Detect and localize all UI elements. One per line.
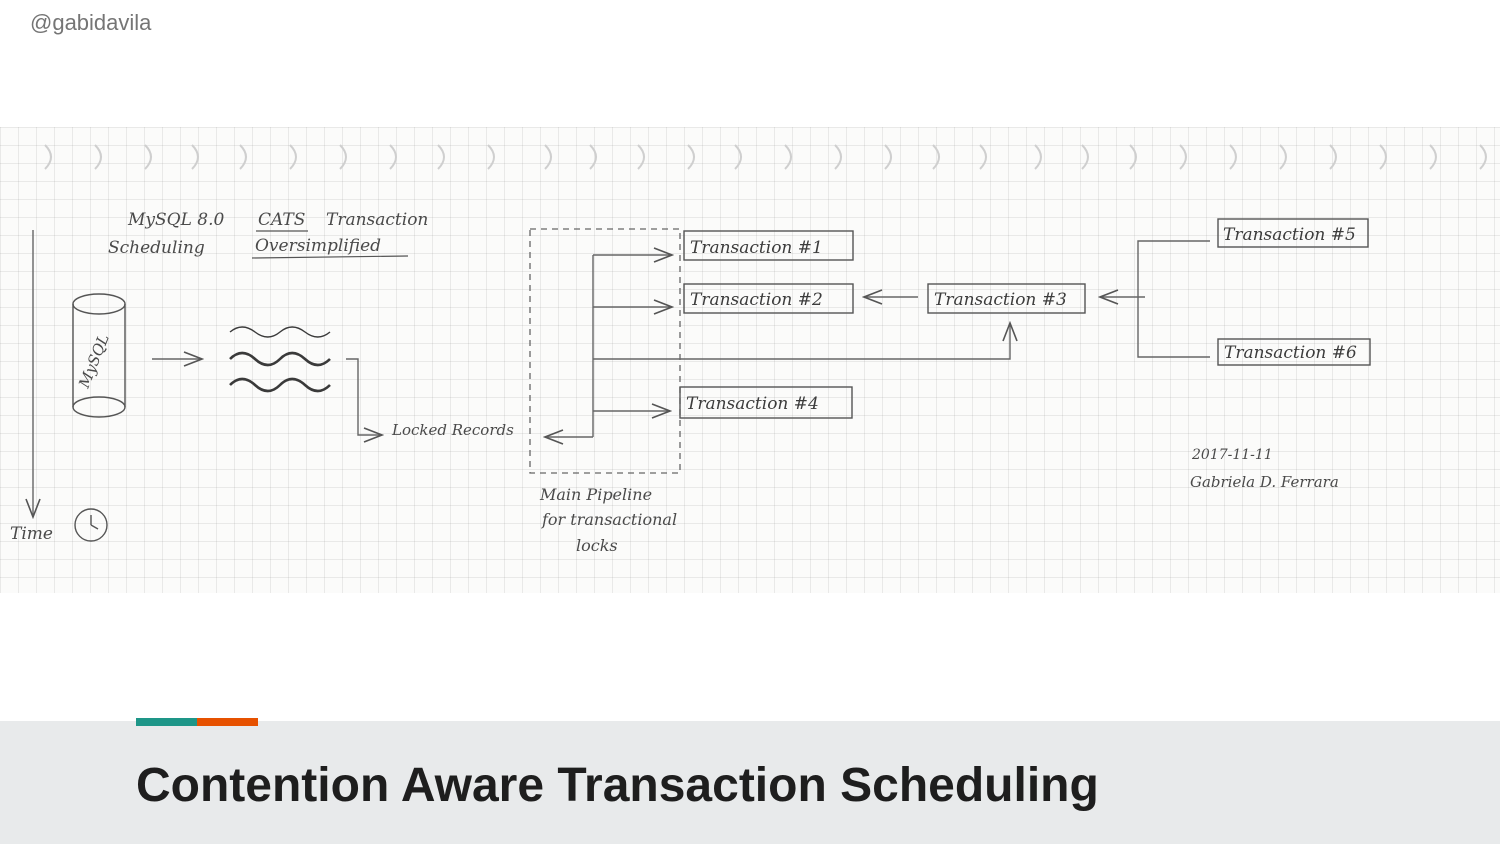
database-cylinder-icon (72, 293, 126, 418)
queue-to-locked-arrow (346, 358, 382, 435)
transaction-box-1: Transaction #1 (683, 230, 854, 261)
diagram-heading-transaction: Transaction (326, 210, 428, 230)
t5-t6-bracket (1137, 240, 1210, 358)
pipeline-label-line3: locks (576, 536, 618, 555)
notebook-holes (44, 144, 1487, 170)
locked-records-label: Locked Records (391, 421, 514, 439)
transaction-box-2: Transaction #2 (683, 283, 854, 314)
diagram-svg: MySQL 8.0 CATS Transaction Scheduling Ov… (10, 144, 1487, 555)
main-pipeline-box (529, 228, 681, 474)
svg-text:Transaction #5: Transaction #5 (1223, 225, 1356, 245)
transaction-box-6: Transaction #6 (1217, 338, 1371, 366)
arrow-to-transaction-3 (593, 323, 1010, 360)
transaction-box-4: Transaction #4 (679, 386, 853, 419)
accent-orange (197, 718, 258, 726)
diagram-heading-scheduling: Scheduling (108, 238, 205, 258)
sketch-date: 2017-11-11 (1191, 447, 1273, 463)
diagram-heading-version: MySQL 8.0 (127, 210, 225, 230)
accent-teal (136, 718, 197, 726)
svg-text:Transaction #3: Transaction #3 (934, 290, 1067, 310)
title-bar (0, 721, 1500, 844)
pipeline-label-line1: Main Pipeline (539, 485, 652, 504)
title-accent-bar (136, 718, 258, 726)
diagram-heading-oversimplified: Oversimplified (255, 236, 381, 256)
clock-icon (74, 508, 108, 542)
svg-text:Transaction #2: Transaction #2 (690, 290, 823, 310)
sketch-signature: Gabriela D. Ferrara (1190, 473, 1339, 491)
slide-title: Contention Aware Transaction Scheduling (136, 759, 1099, 812)
diagram-sketch: MySQL 8.0 CATS Transaction Scheduling Ov… (0, 127, 1500, 593)
transaction-box-3: Transaction #3 (927, 283, 1086, 314)
wave-queue-icon (229, 326, 331, 393)
time-label: Time (10, 524, 53, 544)
pipeline-label-line2: for transactional (541, 510, 677, 529)
svg-text:Transaction #1: Transaction #1 (690, 238, 823, 258)
svg-text:Transaction #4: Transaction #4 (686, 394, 819, 414)
author-handle: @gabidavila (30, 10, 152, 35)
transaction-box-5: Transaction #5 (1217, 218, 1369, 248)
diagram-heading-cats: CATS (258, 210, 305, 230)
database-label: MySQL (75, 331, 113, 391)
svg-text:Transaction #6: Transaction #6 (1224, 343, 1357, 363)
